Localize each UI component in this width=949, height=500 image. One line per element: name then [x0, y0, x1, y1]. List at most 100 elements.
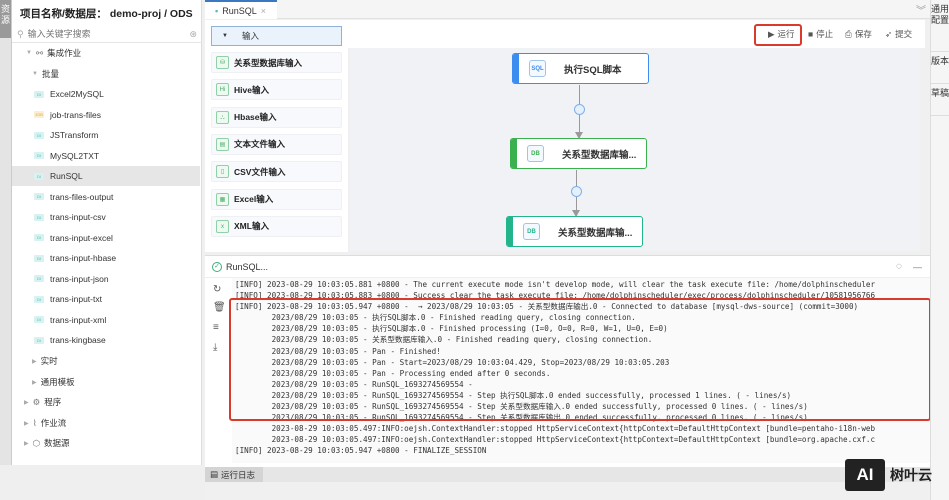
log-header: ✓RunSQL... ◌ —: [205, 256, 930, 278]
tree-group-realtime[interactable]: ▶实时: [32, 356, 58, 366]
refresh-icon[interactable]: ↻: [213, 284, 222, 295]
tab-runsql[interactable]: ▪RunSQL×: [205, 0, 277, 19]
stop-button[interactable]: ■停止: [808, 29, 834, 39]
log-line: 2023/08/29 10:03:05 - 执行SQL脚本.0 - Finish…: [235, 313, 636, 323]
tree-group-datasource[interactable]: ▶⬡数据源: [24, 437, 70, 449]
xml-icon: x: [216, 219, 229, 233]
log-line: [INFO] 2023-08-29 10:03:05.947 +0800 - →…: [235, 302, 859, 312]
excel-icon: ▦: [216, 192, 229, 206]
di-icon: DI: [34, 295, 44, 303]
download-icon[interactable]: ⤓: [213, 342, 218, 353]
di-icon: DI: [34, 336, 44, 344]
log-icon: ▤: [210, 469, 219, 479]
database-icon: DB: [527, 145, 544, 162]
resources-tab[interactable]: 资源: [0, 0, 11, 38]
tab-general-config[interactable]: 通用配置: [931, 2, 949, 52]
trash-icon[interactable]: 🗑: [213, 302, 226, 313]
send-icon: ➶: [885, 28, 893, 39]
log-line: 2023/08/29 10:03:05 - RunSQL_16932745695…: [235, 413, 808, 423]
tab-version[interactable]: 版本: [931, 54, 949, 84]
arrow-down-icon: [572, 210, 580, 217]
tree-group-program[interactable]: ▶⚙程序: [24, 396, 62, 408]
tab-draft[interactable]: 草稿: [931, 86, 949, 116]
run-button[interactable]: ▶运行: [768, 28, 795, 40]
csv-file-icon: ▯: [216, 165, 229, 179]
minimize-icon[interactable]: —: [913, 261, 922, 272]
project-title: 项目名称/数据层： demo-proj / ODS: [20, 8, 193, 20]
log-line: 2023/08/29 10:03:05 - RunSQL_16932745695…: [235, 402, 808, 412]
palette-group-input[interactable]: ▼输入: [211, 26, 342, 46]
gear-icon: ⚙: [32, 396, 41, 407]
stop-icon: ■: [808, 29, 814, 39]
search-box: ⚲ ⊛: [12, 26, 202, 43]
log-line: 2023/08/29 10:03:05 - RunSQL_16932745695…: [235, 390, 792, 400]
palette-item[interactable]: ⛬Hbase输入: [211, 106, 342, 128]
integration-icon: ⚯: [35, 47, 44, 58]
submit-button[interactable]: ➶提交: [885, 28, 913, 40]
log-line: 2023/08/29 10:03:05 - RunSQL_16932745695…: [235, 379, 473, 389]
tab-run-log[interactable]: ▤运行日志: [205, 467, 263, 482]
node-accent: [507, 217, 513, 246]
wrap-icon[interactable]: ≡: [213, 322, 219, 333]
sidebar-footer: [0, 465, 205, 500]
di-icon: DI: [34, 234, 44, 241]
di-icon: DI: [34, 172, 44, 180]
edge-handle-icon[interactable]: [571, 186, 582, 197]
log-line: 2023/08/29 10:03:05 - Pan - Processing e…: [235, 368, 551, 378]
log-panel: ✓RunSQL... ◌ — ↻ 🗑 ≡ ⤓ [INFO] 2023-08-29…: [205, 255, 930, 467]
di-icon: DI: [34, 316, 44, 323]
palette-item[interactable]: ▯CSV文件输入: [211, 161, 342, 183]
log-line: [INFO] 2023-08-29 10:03:05.881 +0800 - T…: [235, 280, 876, 289]
text-file-icon: ▤: [216, 137, 229, 151]
log-line: 2023/08/29 10:03:05 - 关系型数据库输入.0 - Finis…: [235, 335, 653, 345]
database-icon: ⛁: [216, 56, 229, 69]
tree-group-batch[interactable]: ▼批量: [32, 69, 59, 79]
left-rail: 资源: [0, 0, 12, 500]
save-button[interactable]: ⎙保存: [845, 28, 872, 40]
tree-group-templates[interactable]: ▶通用模板: [32, 377, 75, 387]
di-icon: DI: [34, 213, 44, 221]
edge-handle-icon[interactable]: [574, 104, 585, 115]
search-icon: ⚲: [17, 28, 24, 39]
tree-group-integration[interactable]: ▼⚯集成作业: [26, 47, 82, 59]
tree-group-workflow[interactable]: ▶⌇作业流: [24, 417, 67, 429]
log-line: [INFO] 2023-08-29 10:03:05.947 +0800 - F…: [235, 446, 487, 456]
chevron-double-down-icon[interactable]: ︾: [916, 6, 926, 17]
arrow-down-icon: [575, 132, 583, 139]
log-line: 2023/08/29 10:03:05 - Pan - Start=2023/0…: [235, 357, 670, 367]
di-icon: DI: [34, 193, 44, 200]
datasource-icon: ⬡: [32, 437, 41, 448]
node-accent: [511, 139, 517, 168]
palette-item[interactable]: ▦Excel输入: [211, 188, 342, 210]
search-input[interactable]: [27, 29, 190, 39]
close-icon[interactable]: ×: [260, 5, 266, 16]
palette-item[interactable]: ⛁关系型数据库输入: [211, 52, 342, 73]
refresh-icon[interactable]: ◌: [896, 261, 902, 272]
settings-icon[interactable]: ⊛: [189, 28, 197, 39]
workflow-icon: ⌇: [32, 417, 37, 428]
log-footer: ▤运行日志: [205, 467, 930, 482]
log-output[interactable]: [INFO] 2023-08-29 10:03:05.881 +0800 - T…: [232, 278, 930, 463]
check-circle-icon: ✓: [212, 261, 222, 272]
palette-item[interactable]: ▤文本文件输入: [211, 133, 342, 155]
